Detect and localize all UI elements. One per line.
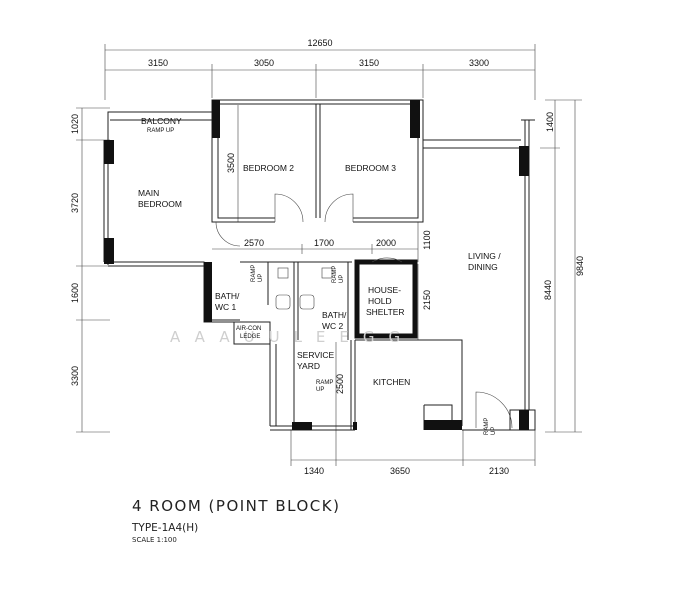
dim-corridor-a: 2570 xyxy=(244,238,264,248)
aircon-label-2: LEDGE xyxy=(240,334,260,340)
living-label-2: DINING xyxy=(468,262,498,272)
service-label-1: SERVICE xyxy=(297,350,334,360)
dim-top-2: 3050 xyxy=(254,58,274,68)
dim-top-3: 3150 xyxy=(359,58,379,68)
bath2-ramp-1: RAMP xyxy=(332,266,338,283)
balcony-label: BALCONY xyxy=(141,116,182,126)
shelter-label-1: HOUSE- xyxy=(368,285,401,295)
service-ramp-1: RAMP xyxy=(316,380,333,386)
plan-type: TYPE-1A4(H) xyxy=(131,522,198,534)
entrance-ramp-2: UP xyxy=(491,427,497,435)
service-label-2: YARD xyxy=(297,361,320,371)
shelter-label-3: SHELTER xyxy=(366,307,405,317)
bath2-label-1: BATH/ xyxy=(322,310,347,320)
dimension-lines xyxy=(76,44,582,466)
dim-top-4: 3300 xyxy=(469,58,489,68)
dim-right-inner: 8440 xyxy=(543,280,553,300)
bath2-ramp-2: UP xyxy=(339,275,345,283)
bedroom3-label: BEDROOM 3 xyxy=(345,163,396,173)
bath1-ramp-1: RAMP xyxy=(251,265,257,282)
dim-kitchen-height: 2500 xyxy=(335,374,345,394)
dim-bottom-1: 1340 xyxy=(304,466,324,476)
title-block: 4 ROOM (POINT BLOCK) TYPE-1A4(H) SCALE 1… xyxy=(131,497,340,544)
dimension-labels: 12650 3150 3050 3150 3300 1020 3720 1600… xyxy=(70,38,585,476)
dim-overall: 12650 xyxy=(307,38,332,48)
main-bedroom-label-2: BEDROOM xyxy=(138,199,182,209)
dim-left-2: 3720 xyxy=(70,193,80,213)
kitchen-label: KITCHEN xyxy=(373,377,410,387)
dim-right-outer: 9840 xyxy=(575,256,585,276)
dim-top-1: 3150 xyxy=(148,58,168,68)
solid-columns xyxy=(104,100,529,430)
bath1-label-2: WC 1 xyxy=(215,302,237,312)
bedroom2-label: BEDROOM 2 xyxy=(243,163,294,173)
main-bedroom-label-1: MAIN xyxy=(138,188,159,198)
dim-corridor-d: 1100 xyxy=(422,230,432,249)
entrance-ramp-1: RAMP xyxy=(484,418,490,435)
balcony-ramp: RAMP UP xyxy=(147,128,174,134)
dim-left-3: 1600 xyxy=(70,283,80,303)
aircon-label-1: AIR-CON xyxy=(236,326,261,332)
dim-shelter-height: 2150 xyxy=(422,290,432,310)
plan-title: 4 ROOM (POINT BLOCK) xyxy=(132,497,340,515)
plan-scale: SCALE 1:100 xyxy=(132,536,177,544)
room-labels: BALCONY RAMP UP MAIN BEDROOM BEDROOM 2 B… xyxy=(138,116,501,435)
dim-bottom-3: 2130 xyxy=(489,466,509,476)
shelter-label-2: HOLD xyxy=(368,296,392,306)
dim-corridor-c: 2000 xyxy=(376,238,396,248)
bath2-label-2: WC 2 xyxy=(322,321,344,331)
watermark: AAAUULEEGG xyxy=(170,328,414,346)
dim-bottom-2: 3650 xyxy=(390,466,410,476)
dim-left-4: 3300 xyxy=(70,366,80,386)
dim-corridor-b: 1700 xyxy=(314,238,334,248)
service-ramp-2: UP xyxy=(316,387,324,393)
bath1-ramp-2: UP xyxy=(258,274,264,282)
bath1-label-1: BATH/ xyxy=(215,291,240,301)
dim-bedroom2-height: 3500 xyxy=(226,153,236,173)
dim-left-1: 1020 xyxy=(70,114,80,134)
living-label-1: LIVING / xyxy=(468,251,501,261)
dim-right-top: 1400 xyxy=(545,112,555,132)
